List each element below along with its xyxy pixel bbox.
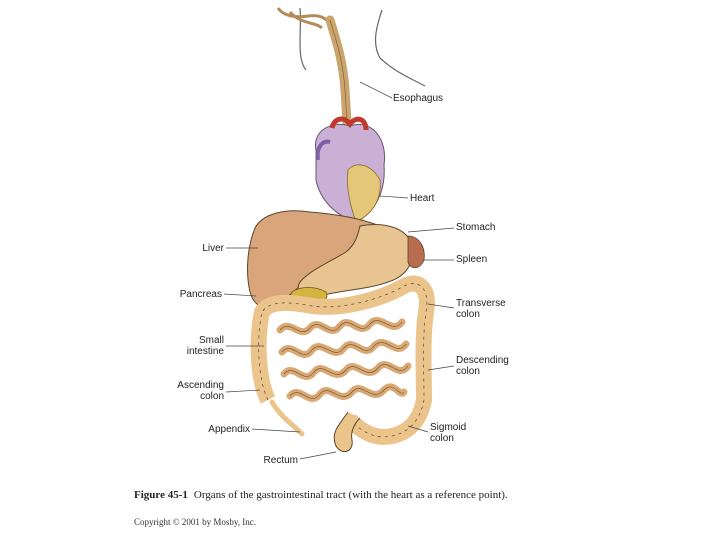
label-spleen: Spleen <box>456 254 487 265</box>
label-ascending-colon-line1: Ascending <box>177 380 224 391</box>
heart <box>315 119 384 222</box>
label-transverse-colon: Transverse colon <box>456 298 506 320</box>
figure-caption-text: Organs of the gastrointestinal tract (wi… <box>194 489 508 501</box>
figure-number: Figure 45-1 <box>134 489 188 501</box>
label-transverse-colon-line2: colon <box>456 309 480 320</box>
label-esophagus: Esophagus <box>393 93 443 104</box>
label-ascending-colon-line2: colon <box>200 391 224 402</box>
label-sigmoid-colon-line2: colon <box>430 433 454 444</box>
label-transverse-colon-line1: Transverse <box>456 298 506 309</box>
spleen <box>408 236 424 268</box>
label-small-intestine-line2: intestine <box>187 346 224 357</box>
label-descending-colon-line2: colon <box>456 366 480 377</box>
copyright-notice: Copyright © 2001 by Mosby, Inc. <box>134 517 256 527</box>
label-heart: Heart <box>410 193 434 204</box>
label-small-intestine: Small intestine <box>187 335 224 357</box>
label-small-intestine-line1: Small <box>199 335 224 346</box>
label-liver: Liver <box>202 243 224 254</box>
label-rectum: Rectum <box>264 455 298 466</box>
label-descending-colon: Descending colon <box>456 355 509 377</box>
label-sigmoid-colon: Sigmoid colon <box>430 422 466 444</box>
pharynx <box>278 8 332 30</box>
label-sigmoid-colon-line1: Sigmoid <box>430 422 466 433</box>
label-appendix: Appendix <box>208 424 250 435</box>
label-stomach: Stomach <box>456 222 495 233</box>
figure-caption: Figure 45-1 Organs of the gastrointestina… <box>134 489 508 501</box>
label-pancreas: Pancreas <box>180 289 222 300</box>
label-descending-colon-line1: Descending <box>456 355 509 366</box>
chin-outline <box>376 10 425 86</box>
label-ascending-colon: Ascending colon <box>177 380 224 402</box>
appendix <box>272 402 302 434</box>
